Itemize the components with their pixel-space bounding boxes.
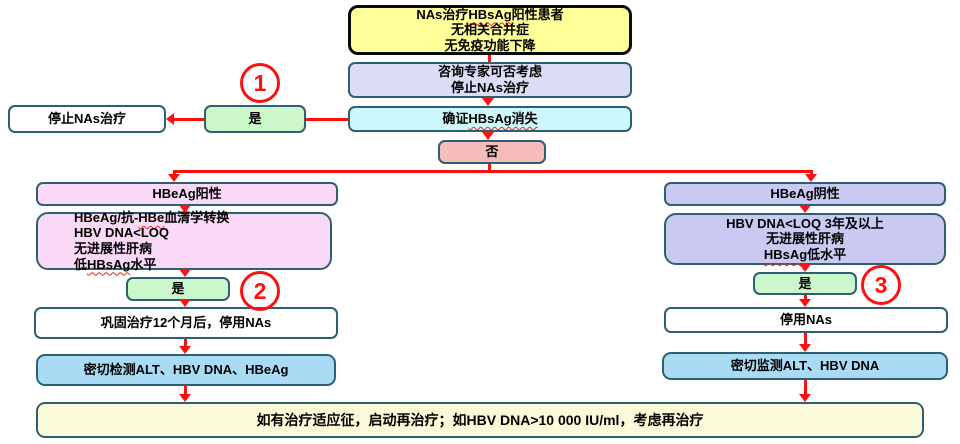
arrow-criteria-to-yes3 <box>799 264 811 272</box>
monitor-right-node: 密切监测ALT、HBV DNA <box>662 352 948 380</box>
arrow-into-stop-left <box>166 113 174 125</box>
arrow-right-into-retreatment <box>799 394 811 402</box>
pos-criteria-line-2: HBV DNA<LOQ <box>74 225 169 241</box>
start-node: NAs治疗HBsAg阳性患者 无相关合并症 无免疫功能下降 <box>348 5 632 55</box>
text-segment: 低 <box>74 256 88 272</box>
pos-criteria-line-4: 低HBsAg水平 <box>74 257 156 273</box>
connector-monitor-right-to-bottom <box>804 380 807 395</box>
connector-yes1-to-stop <box>174 118 204 121</box>
monitor-right-label: 密切监测ALT、HBV DNA <box>730 358 880 374</box>
arrow-into-hbeag-positive <box>168 174 180 182</box>
stop-nas-right-node: 停用NAs <box>664 307 948 333</box>
text-segment: 阳性患者 <box>511 6 564 22</box>
yes-branch-2-node: 是 <box>126 277 230 301</box>
underlined-term: HBsAg <box>468 6 512 22</box>
split-line <box>173 170 813 173</box>
neg-criteria-line-2: 无进展性肝病 <box>765 231 844 247</box>
no-node: 否 <box>438 140 546 164</box>
no-label: 否 <box>485 144 499 160</box>
hbeag-negative-node: HBeAg阴性 <box>664 182 946 206</box>
underlined-term: HBsAg <box>763 246 808 262</box>
stop-right-label: 停用NAs <box>779 312 832 328</box>
yes1-label: 是 <box>248 111 262 127</box>
consult-line-1: 咨询专家可否考虑 <box>437 64 542 80</box>
hbeag-pos-label: HBeAg阳性 <box>152 186 222 202</box>
arrow-criteria-to-yes2 <box>179 269 191 277</box>
consolidate-therapy-node: 巩固治疗12个月后，停用NAs <box>34 307 338 339</box>
circled-1-badge: 1 <box>240 63 280 103</box>
consolidate-label: 巩固治疗12个月后，停用NAs <box>100 315 272 331</box>
arrow-consult-to-confirm <box>482 98 494 106</box>
stop-nas-left-node: 停止NAs治疗 <box>8 105 166 133</box>
underlined-term: HBsAg消失 <box>468 111 538 127</box>
yes2-label: 是 <box>171 281 185 297</box>
arrow-yes2-to-consolidate <box>179 299 191 307</box>
arrow-pos-to-criteria <box>179 205 191 213</box>
retreatment-label: 如有治疗适应征，启动再治疗；如HBV DNA>10 000 IU/ml，考虑再治… <box>256 411 704 428</box>
confirm-line: 确证HBsAg消失 <box>442 111 537 127</box>
pos-criteria-line-1: HBeAg/抗-HBe血清学转换 <box>74 210 229 226</box>
start-line-2: 无相关合并症 <box>450 22 529 38</box>
arrow-left-into-retreatment <box>179 394 191 402</box>
arrow-neg-to-criteria <box>799 205 811 213</box>
text-segment: HBeAg/抗- <box>74 209 139 225</box>
hbeag-negative-criteria-node: HBV DNA<LOQ 3年及以上 无进展性肝病 HBsAg低水平 <box>664 213 946 265</box>
connector-start-to-consult <box>488 55 491 62</box>
arrow-into-monitor-left <box>179 346 191 354</box>
connector-stop-to-monitor <box>804 333 807 345</box>
text-segment: 水平 <box>130 256 157 272</box>
text-segment: 确证 <box>442 111 469 127</box>
pos-criteria-line-3: 无进展性肝病 <box>74 241 153 256</box>
circled-3-badge: 3 <box>861 265 901 305</box>
arrow-confirm-to-no <box>482 132 494 140</box>
connector-yes3-to-stop <box>804 295 807 300</box>
text-segment: NAs治疗 <box>416 6 469 22</box>
hbeag-neg-label: HBeAg阴性 <box>770 186 840 202</box>
yes3-label: 是 <box>798 275 812 291</box>
connector-split-right <box>810 170 813 175</box>
connector-no-to-split <box>488 164 491 171</box>
neg-criteria-line-1: HBV DNA<LOQ 3年及以上 <box>726 215 884 231</box>
start-line-3: 无免疫功能下降 <box>444 37 536 53</box>
connector-confirm-to-yes1 <box>306 118 348 121</box>
monitor-left-label: 密切检测ALT、HBV DNA、HBeAg <box>83 362 289 378</box>
hbeag-positive-criteria-node: HBeAg/抗-HBe血清学转换 HBV DNA<LOQ 无进展性肝病 低HBs… <box>36 210 332 273</box>
underlined-term: HBsAg <box>87 256 131 272</box>
connector-split-left <box>173 170 176 175</box>
start-line-1: NAs治疗HBsAg阳性患者 <box>416 7 563 23</box>
connector-monitor-left-to-bottom <box>184 386 187 395</box>
connector-consolidate-to-monitor <box>184 339 187 347</box>
text-segment: 血清学转换 <box>164 209 230 225</box>
consult-expert-node: 咨询专家可否考虑 停止NAs治疗 <box>348 62 632 98</box>
arrow-into-monitor-right <box>799 344 811 352</box>
stop-left-label: 停止NAs治疗 <box>47 111 126 127</box>
hbeag-positive-node: HBeAg阳性 <box>36 182 338 206</box>
yes-branch-1-node: 是 <box>204 105 306 133</box>
arrow-into-hbeag-negative <box>805 174 817 182</box>
yes-branch-3-node: 是 <box>753 272 857 295</box>
retreatment-node: 如有治疗适应征，启动再治疗；如HBV DNA>10 000 IU/ml，考虑再治… <box>36 402 924 438</box>
arrow-into-stop-right <box>799 299 811 307</box>
circled-2-badge: 2 <box>240 271 280 311</box>
text-segment: 低水平 <box>807 246 847 262</box>
consult-line-2: 停止NAs治疗 <box>450 80 529 95</box>
confirm-hbsag-loss-node: 确证HBsAg消失 <box>348 106 632 132</box>
monitor-left-node: 密切检测ALT、HBV DNA、HBeAg <box>36 354 336 386</box>
neg-criteria-line-3: HBsAg低水平 <box>764 247 846 263</box>
underlined-term: HBe <box>138 209 165 225</box>
